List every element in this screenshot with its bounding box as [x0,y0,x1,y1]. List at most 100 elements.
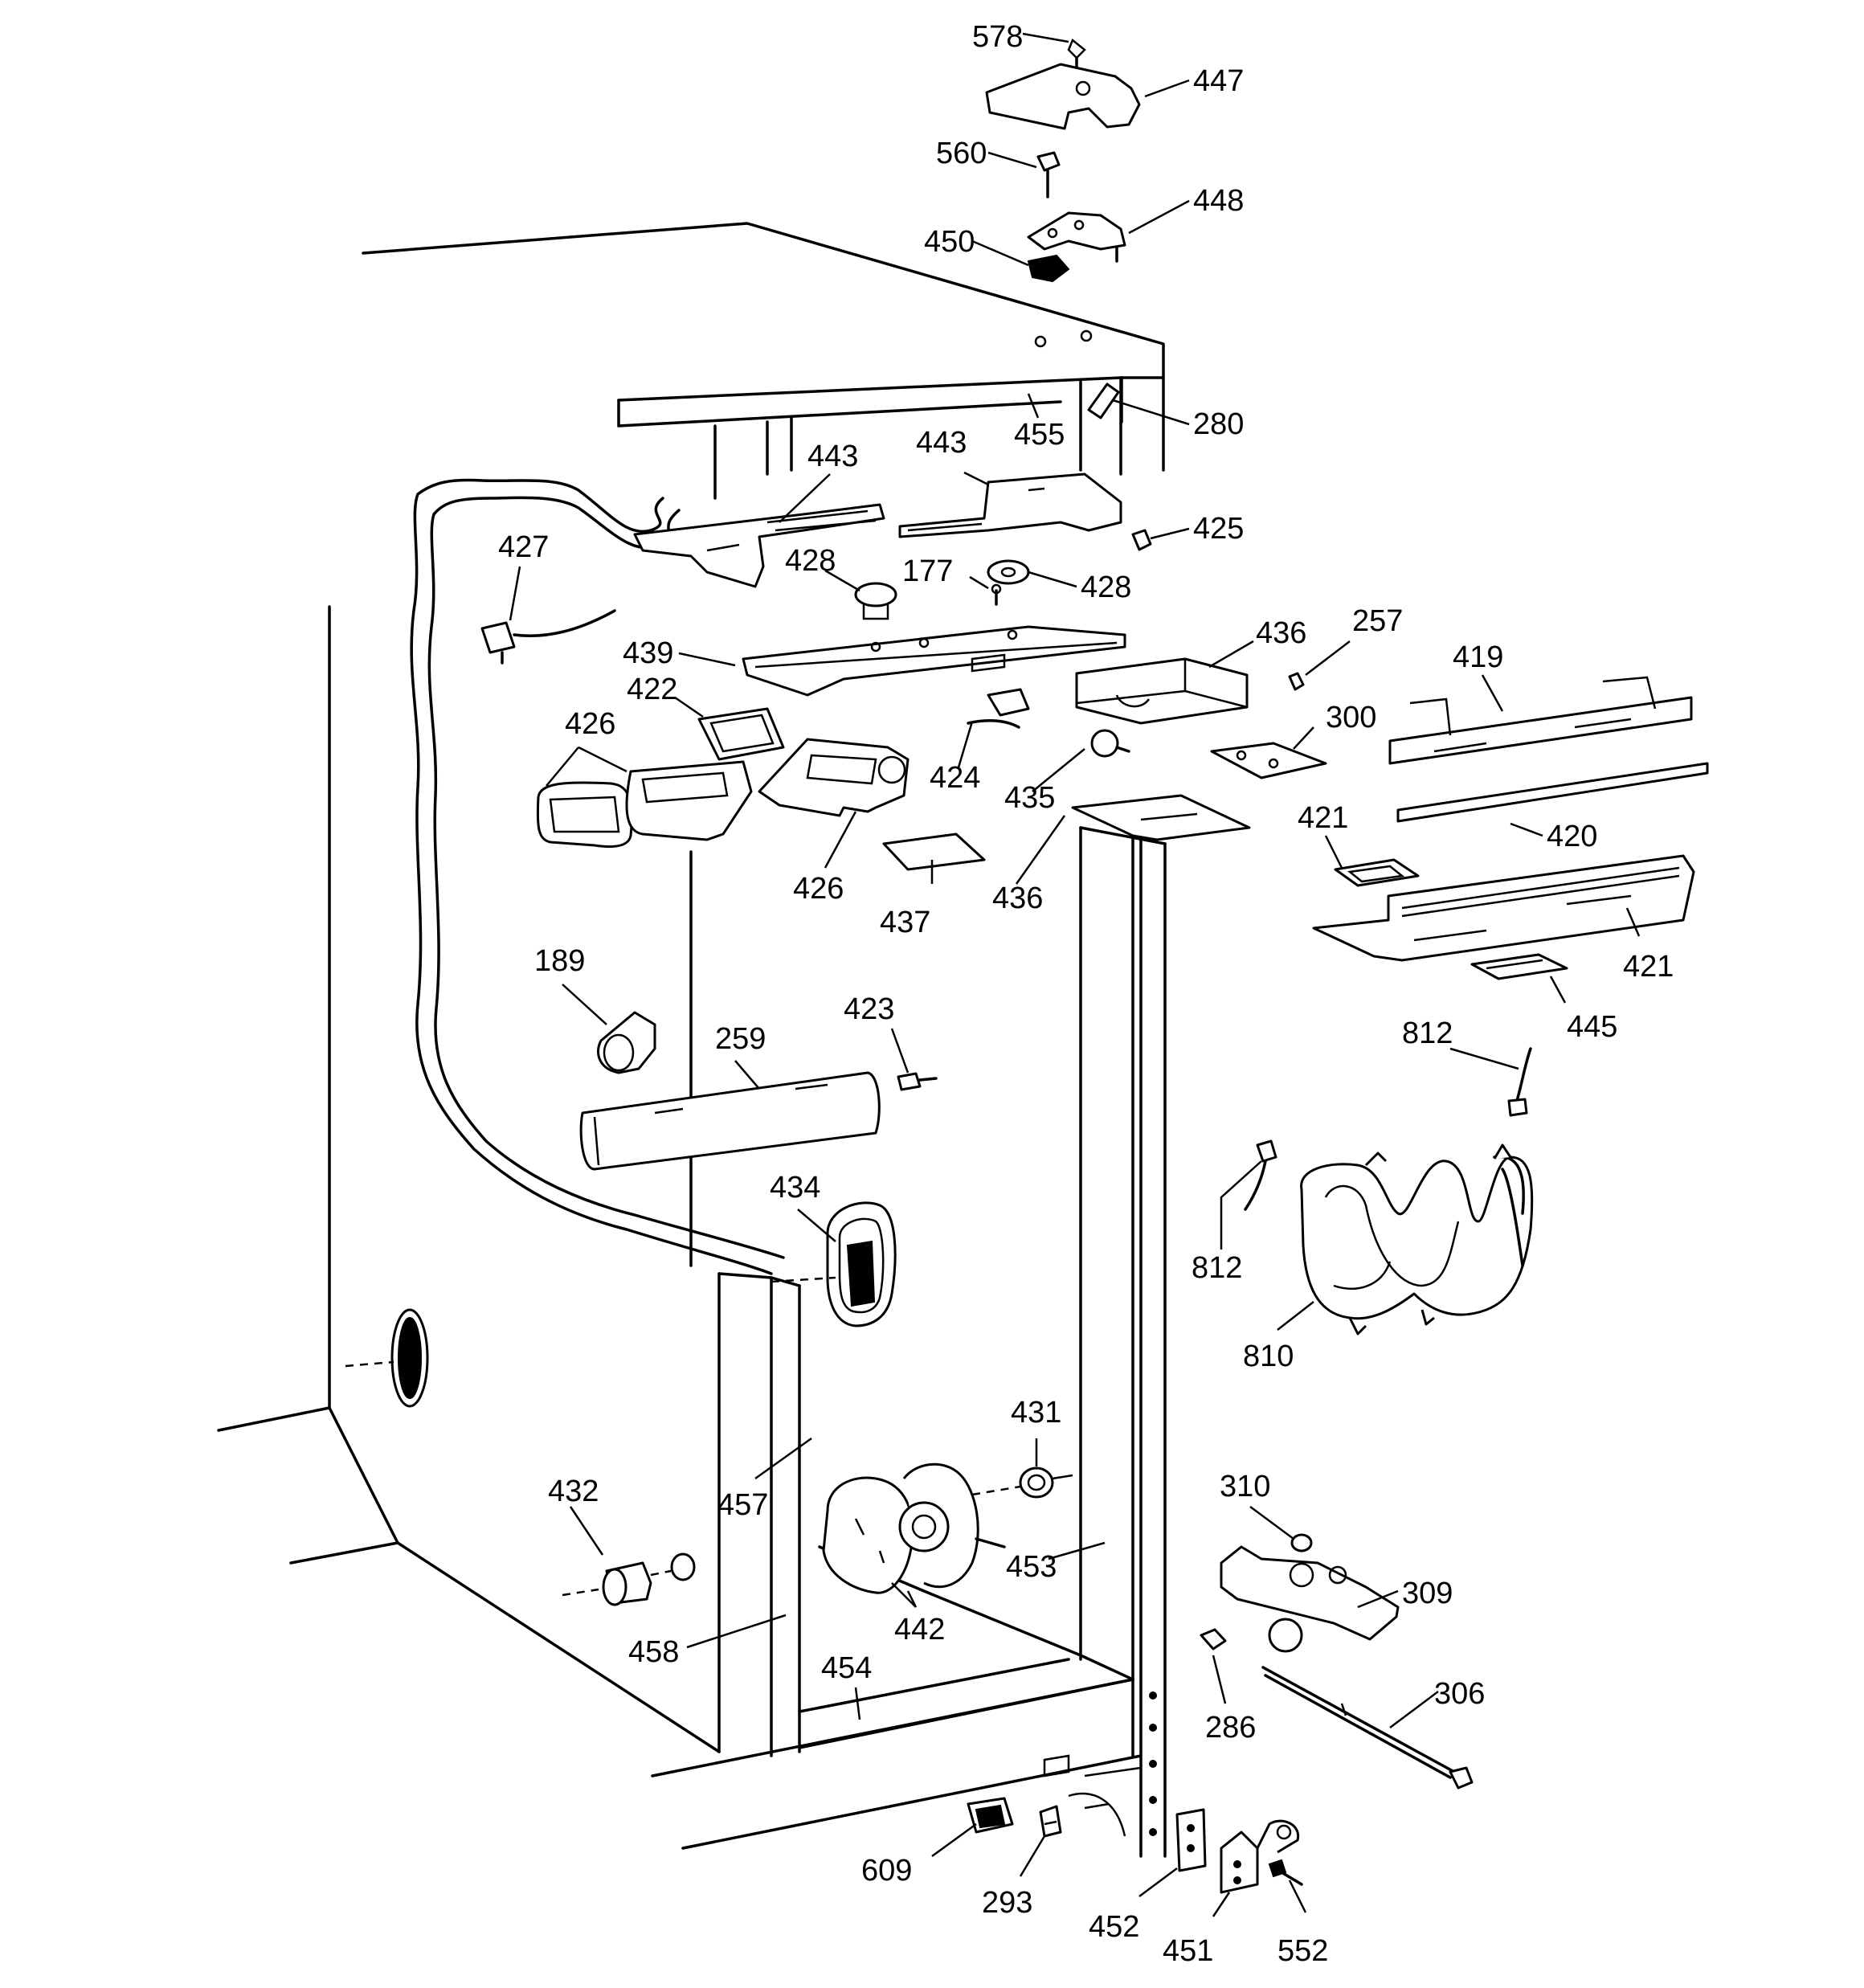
tube-812-upper [1507,1047,1532,1117]
label-310: 310 [1220,1470,1270,1503]
bracket-309 [1220,1545,1400,1653]
label-189: 189 [534,944,585,978]
label-426a: 426 [565,707,615,741]
label-455: 455 [1014,418,1065,452]
part-189 [597,1011,656,1074]
label-421b: 421 [1623,950,1674,984]
label-428b: 428 [1081,571,1131,604]
label-560: 560 [936,137,987,170]
gasket-421-small [1334,858,1420,887]
label-293: 293 [982,1886,1032,1920]
gear-428-right [987,559,1030,585]
strip-420 [1396,762,1709,823]
part-609 [967,1797,1014,1834]
part-435 [1090,729,1130,758]
label-453: 453 [1006,1550,1057,1584]
label-426b: 426 [793,872,844,906]
label-810: 810 [1243,1340,1294,1373]
label-428a: 428 [785,544,836,578]
plate-437 [882,832,986,871]
plate-445 [1470,953,1568,980]
label-306: 306 [1434,1677,1485,1711]
part-286 [1200,1628,1227,1651]
board-300 [1210,742,1327,779]
hinge-cover-447 [985,63,1141,130]
label-422: 422 [627,673,677,706]
box-436 [1075,657,1249,725]
label-442: 442 [894,1613,945,1646]
plate-439 [742,625,1126,697]
hinge-451 [1220,1819,1300,1894]
wire-427 [480,609,616,665]
part-310 [1290,1533,1313,1552]
shim-450 [1027,254,1070,283]
label-578: 578 [972,20,1023,54]
left-liner-wall [689,850,801,1757]
label-177: 177 [902,554,953,588]
side-wall-port [345,1308,429,1408]
tube-812-lower [1244,1139,1277,1211]
screw-177 [991,583,1002,606]
part-431 [971,1466,1073,1499]
part-432 [562,1552,696,1606]
damper-426 [758,738,910,817]
label-436b: 436 [992,882,1043,915]
rail-419 [1388,676,1693,765]
label-448: 448 [1193,184,1244,218]
label-447: 447 [1193,64,1244,98]
cover-436 [1071,794,1251,841]
gear-428-left [854,582,897,620]
label-552: 552 [1277,1934,1328,1968]
label-434: 434 [770,1171,820,1205]
label-436a: 436 [1256,616,1306,650]
label-309: 309 [1402,1577,1453,1610]
label-431: 431 [1011,1396,1061,1430]
label-425: 425 [1193,512,1244,546]
label-257: 257 [1352,604,1403,638]
rod-306 [1261,1666,1474,1790]
part-425 [1131,529,1152,551]
label-609: 609 [861,1854,912,1888]
label-458: 458 [628,1635,679,1669]
label-280: 280 [1193,407,1244,441]
label-420: 420 [1547,820,1597,853]
part-280 [1087,382,1120,419]
label-812b: 812 [1192,1251,1242,1285]
label-432: 432 [548,1475,599,1508]
label-423: 423 [844,992,894,1026]
label-452: 452 [1089,1910,1139,1944]
bracket-443-left [633,503,885,588]
cover-259 [579,1071,881,1171]
bolt-560 [1036,151,1061,198]
switch-424 [967,688,1030,729]
label-437: 437 [880,906,930,939]
fan-assembly-442 [822,1462,1006,1594]
leader-lines [509,32,1641,1917]
label-450: 450 [924,225,975,259]
vent-434 [771,1201,897,1327]
label-286: 286 [1205,1711,1256,1745]
center-mullion [1079,826,1167,1858]
label-435: 435 [1004,781,1055,815]
duct-426 [625,760,753,841]
label-419: 419 [1453,640,1503,674]
gasket-426-left [536,781,633,848]
part-423 [897,1072,938,1091]
label-457: 457 [717,1488,768,1522]
housing-421 [1312,854,1695,962]
hinge-448 [1027,211,1126,263]
label-445: 445 [1567,1010,1617,1044]
mullion-base-bracket [1043,1754,1143,1840]
heater-810 [1300,1143,1534,1336]
bracket-443-right [898,472,1122,538]
part-293 [1039,1805,1062,1838]
part-number-labels: 578 447 560 448 450 280 455 443 443 425 … [498,20,1674,1968]
label-443a: 443 [807,440,858,473]
label-443b: 443 [916,426,967,460]
label-421a: 421 [1298,801,1348,835]
label-812a: 812 [1402,1016,1453,1050]
label-451: 451 [1163,1934,1213,1968]
label-427: 427 [498,530,549,564]
plate-452 [1175,1808,1207,1872]
